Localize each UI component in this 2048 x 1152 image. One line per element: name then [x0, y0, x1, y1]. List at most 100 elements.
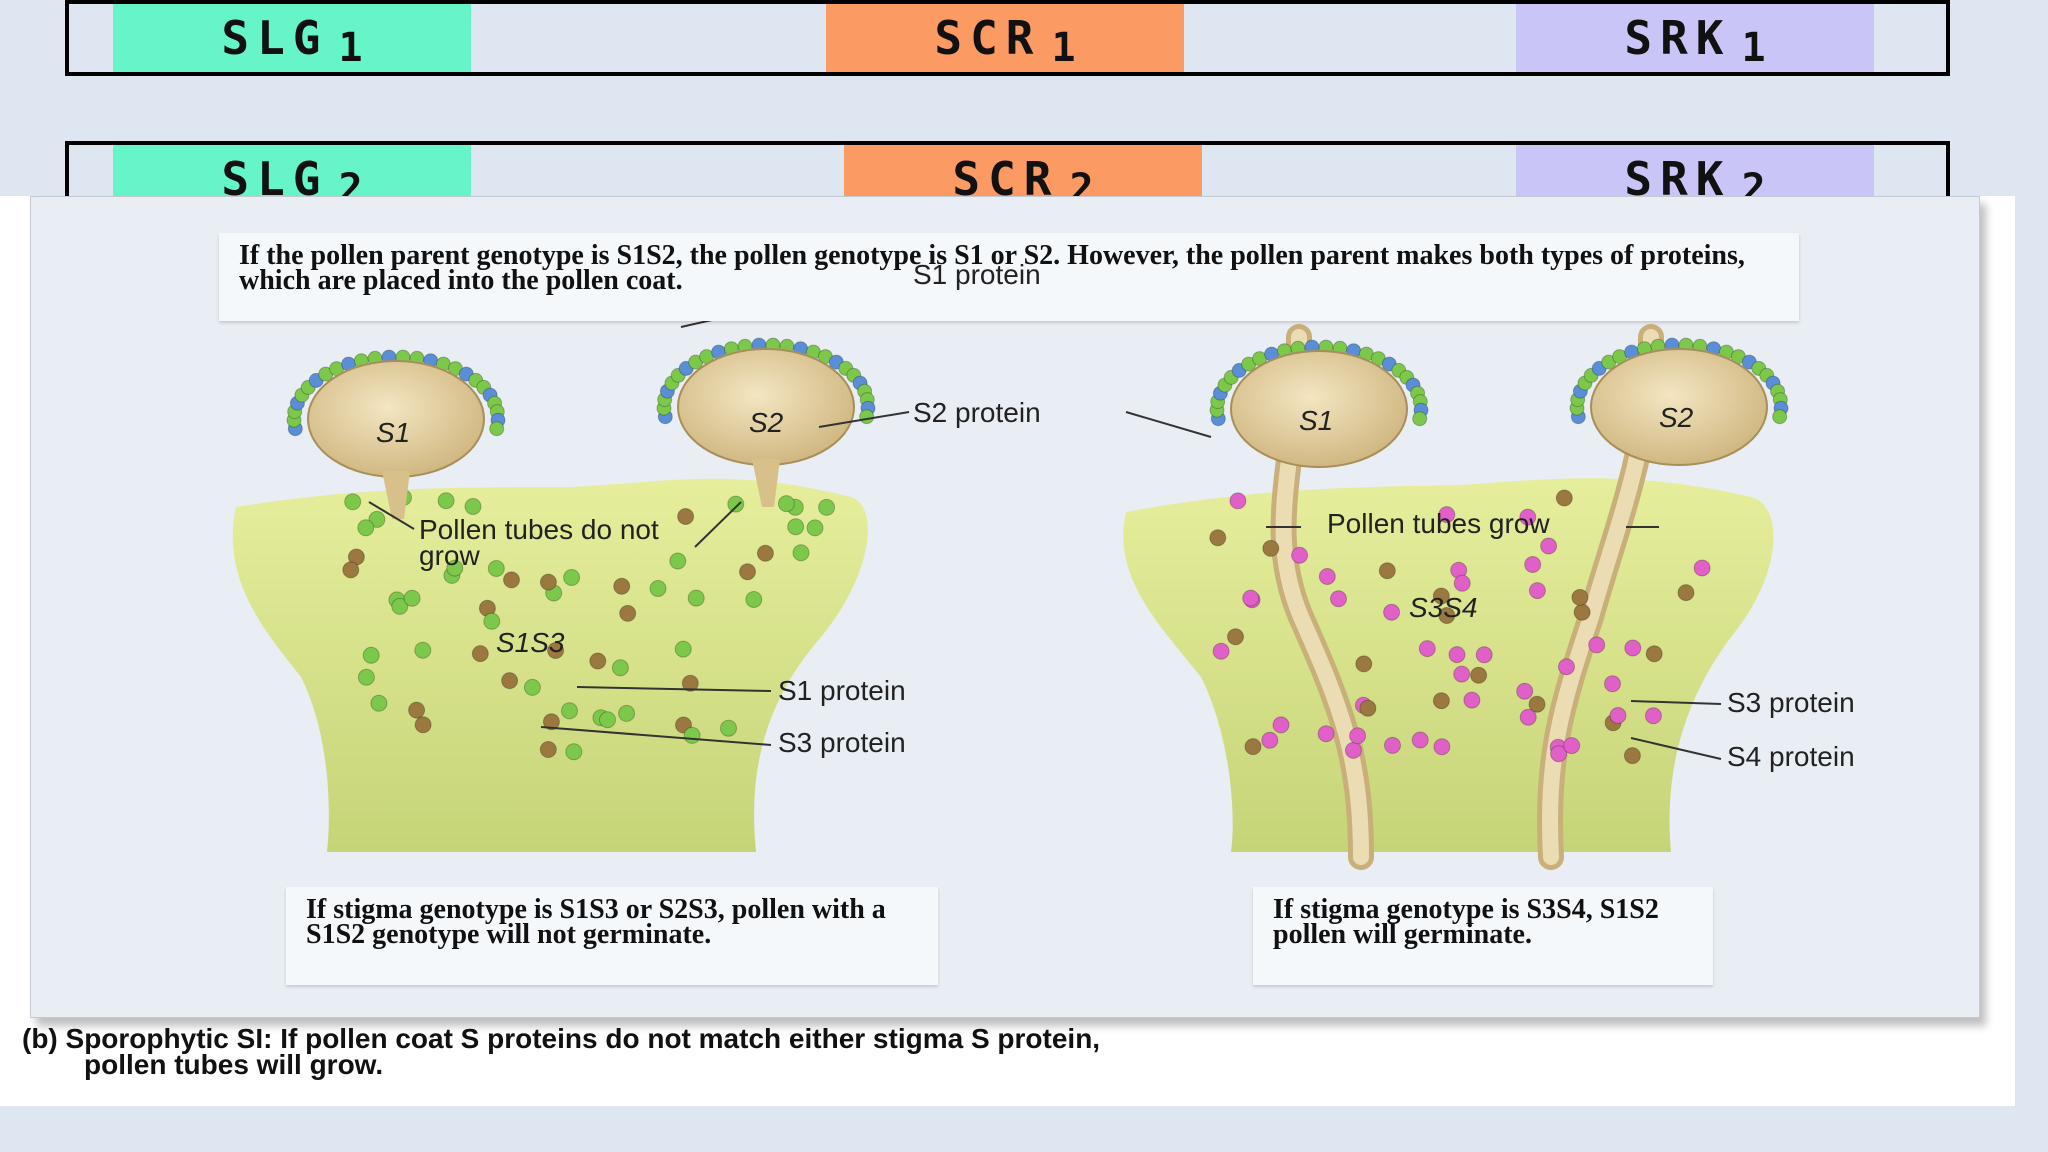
stigma-protein [1261, 731, 1279, 749]
stigma-protein [547, 642, 565, 659]
stigma-protein [687, 589, 705, 607]
stigma-protein [561, 702, 578, 720]
stigma-protein [1463, 691, 1481, 709]
pollen-label-left-a: S1 [376, 417, 410, 448]
stigma-protein [1588, 636, 1606, 654]
stigma-protein [362, 646, 380, 664]
stigma-protein [1519, 708, 1537, 726]
stigma-protein [1438, 607, 1456, 624]
stigma-protein [563, 569, 581, 586]
stigma-protein [618, 704, 636, 722]
stigma-genotype-right: S3S4 [1409, 592, 1478, 623]
s4-protein-label: S4 protein [1727, 741, 1855, 772]
stigma-protein [1411, 731, 1429, 749]
stigma-protein [1519, 508, 1537, 526]
pollen-coat-protein [489, 421, 505, 437]
stigma-protein [1330, 590, 1347, 608]
s3-protein-right-label: S3 protein [1727, 687, 1855, 718]
stigma-protein [403, 589, 421, 607]
stigma-protein [1318, 568, 1336, 585]
stigma-protein [542, 713, 560, 731]
stigma-protein [619, 604, 637, 622]
srk1-index: 1 [1741, 25, 1766, 71]
stigma-protein [1645, 645, 1663, 663]
stigma-protein [1349, 727, 1367, 745]
stigma-protein [756, 544, 774, 562]
stigma-protein [1227, 628, 1244, 646]
stigma-protein [1212, 642, 1230, 660]
stigma-protein [1244, 738, 1262, 756]
stigma-protein [739, 563, 756, 581]
stigma-protein [1470, 666, 1488, 684]
stigma-protein [669, 552, 687, 570]
pollen-grain [1590, 348, 1768, 466]
pollen-coat-protein [859, 409, 875, 425]
stigma-protein [1378, 562, 1396, 580]
stigma-protein [1563, 737, 1581, 755]
stigma-protein [613, 577, 631, 595]
caption-text: If pollen coat S proteins do not match e… [280, 1023, 1101, 1054]
stigma-protein [674, 640, 692, 658]
stigma-protein [599, 711, 616, 729]
stigma-protein [777, 495, 795, 513]
left-stigma-note-text: If stigma genotype is S1S3 or S2S3, poll… [306, 894, 886, 950]
stigma-protein [1383, 603, 1401, 621]
stigma-protein [1448, 646, 1466, 664]
stigma-protein [391, 597, 409, 615]
stigma-protein [745, 591, 763, 608]
stigma-protein [464, 498, 482, 515]
s2-protein-top-label: S2 protein [913, 397, 1041, 428]
stigma-protein [1528, 582, 1546, 600]
left-stigma [232, 478, 868, 852]
stigma-protein [1555, 489, 1573, 507]
caption-lead: (b) Sporophytic SI: [22, 1023, 273, 1054]
stigma-protein [1623, 747, 1641, 765]
scr1-label: SCR [934, 11, 1042, 65]
left-stigma-note: If stigma genotype is S1S3 or S2S3, poll… [286, 887, 938, 985]
stigma-genotype-left: S1S3 [496, 627, 565, 658]
stigma-protein [787, 518, 805, 536]
stigma-protein [1571, 588, 1589, 606]
stigma-protein [539, 741, 557, 758]
stigma-protein [1644, 707, 1662, 725]
stigma-protein [487, 560, 505, 577]
scr1-index: 1 [1051, 25, 1076, 71]
tubes-grow-label: Pollen tubes grow [1327, 508, 1550, 539]
stigma-protein [483, 612, 501, 630]
stigma-protein [1359, 699, 1377, 717]
stigma-protein [1291, 546, 1309, 564]
stigma-protein [589, 652, 607, 670]
stigma-protein [1272, 716, 1290, 734]
illustration-svg: S1 S2 S1 S2 S1S3 S3S4 [232, 274, 1789, 870]
stigma-protein [1550, 745, 1568, 763]
s3-protein-left-label: S3 protein [778, 727, 906, 758]
tubes-no-grow-label: Pollen tubes do not grow [419, 514, 659, 571]
stigma-protein [683, 726, 701, 744]
stigma-protein [1558, 658, 1575, 676]
srk1-label: SRK [1624, 11, 1732, 65]
stigma-protein [370, 694, 388, 712]
pollen-label-right-b: S2 [1659, 402, 1694, 433]
sporophytic-si-figure: S1 S2 S1 S2 S1S3 S3S4 If the pollen pare… [0, 196, 2015, 1106]
caption-line2: pollen tubes will grow. [84, 1049, 384, 1080]
stigma-protein [357, 668, 375, 686]
pollen-bulge [752, 459, 780, 507]
stigma-protein [1693, 559, 1711, 577]
stigma-protein [1624, 639, 1642, 657]
stigma-protein [446, 559, 464, 577]
stigma-protein [1418, 640, 1436, 658]
stigma-protein [1453, 665, 1471, 683]
pollen-label-left-b: S2 [749, 407, 784, 438]
stigma-protein [792, 544, 810, 562]
right-stigma-note-text: If stigma genotype is S3S4, S1S2 pollen … [1273, 894, 1659, 950]
stigma-protein [344, 493, 362, 511]
figure-caption: (b) Sporophytic SI: If pollen coat S pro… [22, 1023, 1922, 1080]
stigma-protein [501, 672, 519, 690]
illustration-panel: S1 S2 S1 S2 S1S3 S3S4 If the pollen pare… [30, 196, 1980, 1018]
stigma-protein [357, 519, 375, 537]
stigma-protein [1677, 584, 1695, 602]
stigma-protein [1344, 741, 1362, 759]
stigma-protein [677, 508, 695, 525]
stigma-protein [471, 645, 489, 663]
